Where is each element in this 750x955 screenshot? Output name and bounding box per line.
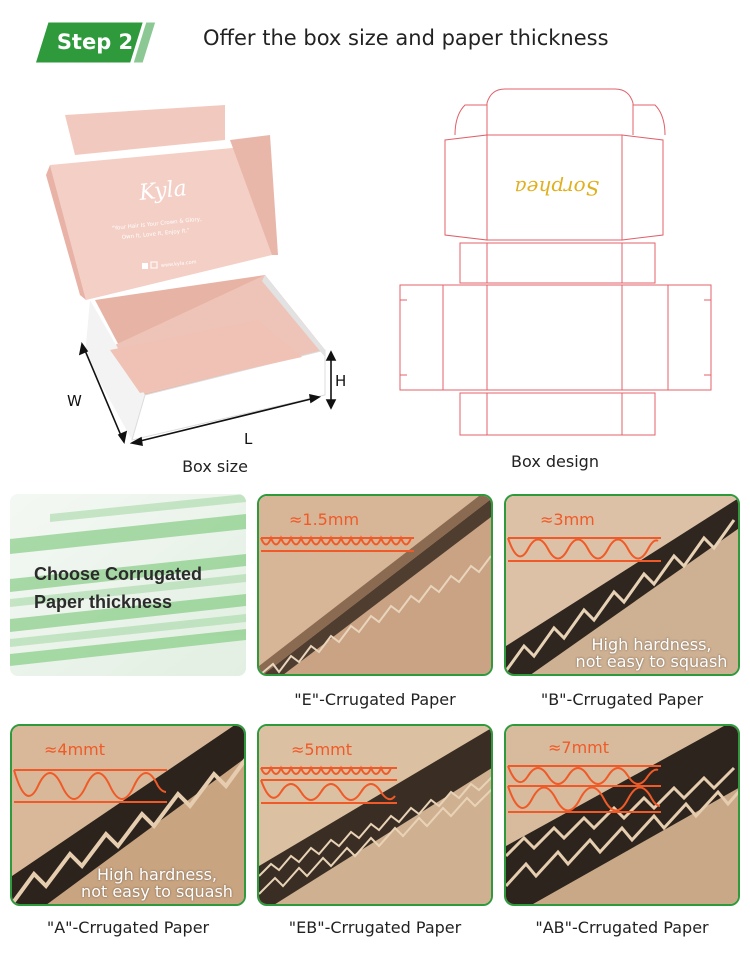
a-hardness-note: High hardness, not easy to squash (67, 865, 244, 901)
e-thickness-label: ≈1.5mm (289, 510, 360, 529)
a-caption: "A"-Crrugated Paper (46, 918, 210, 937)
eb-thickness-label: ≈5mmt (291, 740, 353, 759)
b-hardness-note: High hardness, not easy to squash (564, 635, 738, 671)
step-badge-shape (36, 22, 156, 63)
a-note-line1: High hardness, (97, 865, 217, 884)
box-design-caption: Box design (511, 452, 599, 471)
a-flute-photo (12, 726, 244, 904)
dieline-diagram: Sorphea (399, 88, 712, 436)
b-flute-photo (506, 496, 738, 674)
b-caption: "B"-Crrugated Paper (540, 690, 704, 709)
eb-flute-photo (259, 726, 491, 904)
step-label: Step 2 (56, 30, 134, 54)
b-note-line1: High hardness, (591, 635, 712, 654)
b-thickness-label: ≈3mm (540, 510, 595, 529)
choose-title: Choose Corrugated Paper thickness (34, 560, 202, 616)
svg-text:Kyla: Kyla (137, 176, 188, 206)
eb-caption: "EB"-Crrugated Paper (288, 918, 462, 937)
dimension-l-label: L (244, 430, 253, 448)
choose-title-line2: Paper thickness (34, 592, 173, 612)
page-title: Offer the box size and paper thickness (203, 26, 609, 50)
svg-text:Sorphea: Sorphea (515, 176, 600, 200)
a-thickness-label: ≈4mmt (44, 740, 106, 759)
corrugated-stack-graphic (10, 494, 246, 676)
e-caption: "E"-Crrugated Paper (294, 690, 456, 709)
box-size-caption: Box size (182, 457, 248, 476)
a-note-line2: not easy to squash (81, 882, 233, 901)
dimension-h-label: H (335, 372, 347, 390)
paper-card-b: ≈3mm High hardness, not easy to squash (504, 494, 740, 676)
svg-text:www.kyla.com: www.kyla.com (161, 259, 197, 269)
dimension-w-label: W (67, 392, 82, 410)
paper-card-eb: ≈5mmt (257, 724, 493, 906)
paper-card-ab: ≈7mmt (504, 724, 740, 906)
paper-card-a: ≈4mmt High hardness, not easy to squash (10, 724, 246, 906)
ab-flute-photo (506, 726, 738, 904)
choose-title-line1: Choose Corrugated (34, 564, 203, 584)
box-illustration: Kyla "Your Hair Is Your Crown & Glory, O… (46, 105, 337, 447)
e-flute-photo (259, 496, 491, 674)
ab-caption: "AB"-Crrugated Paper (535, 918, 709, 937)
choose-thickness-card (10, 494, 246, 676)
paper-card-e: ≈1.5mm (257, 494, 493, 676)
b-note-line2: not easy to squash (575, 652, 728, 671)
ab-thickness-label: ≈7mmt (548, 738, 610, 757)
